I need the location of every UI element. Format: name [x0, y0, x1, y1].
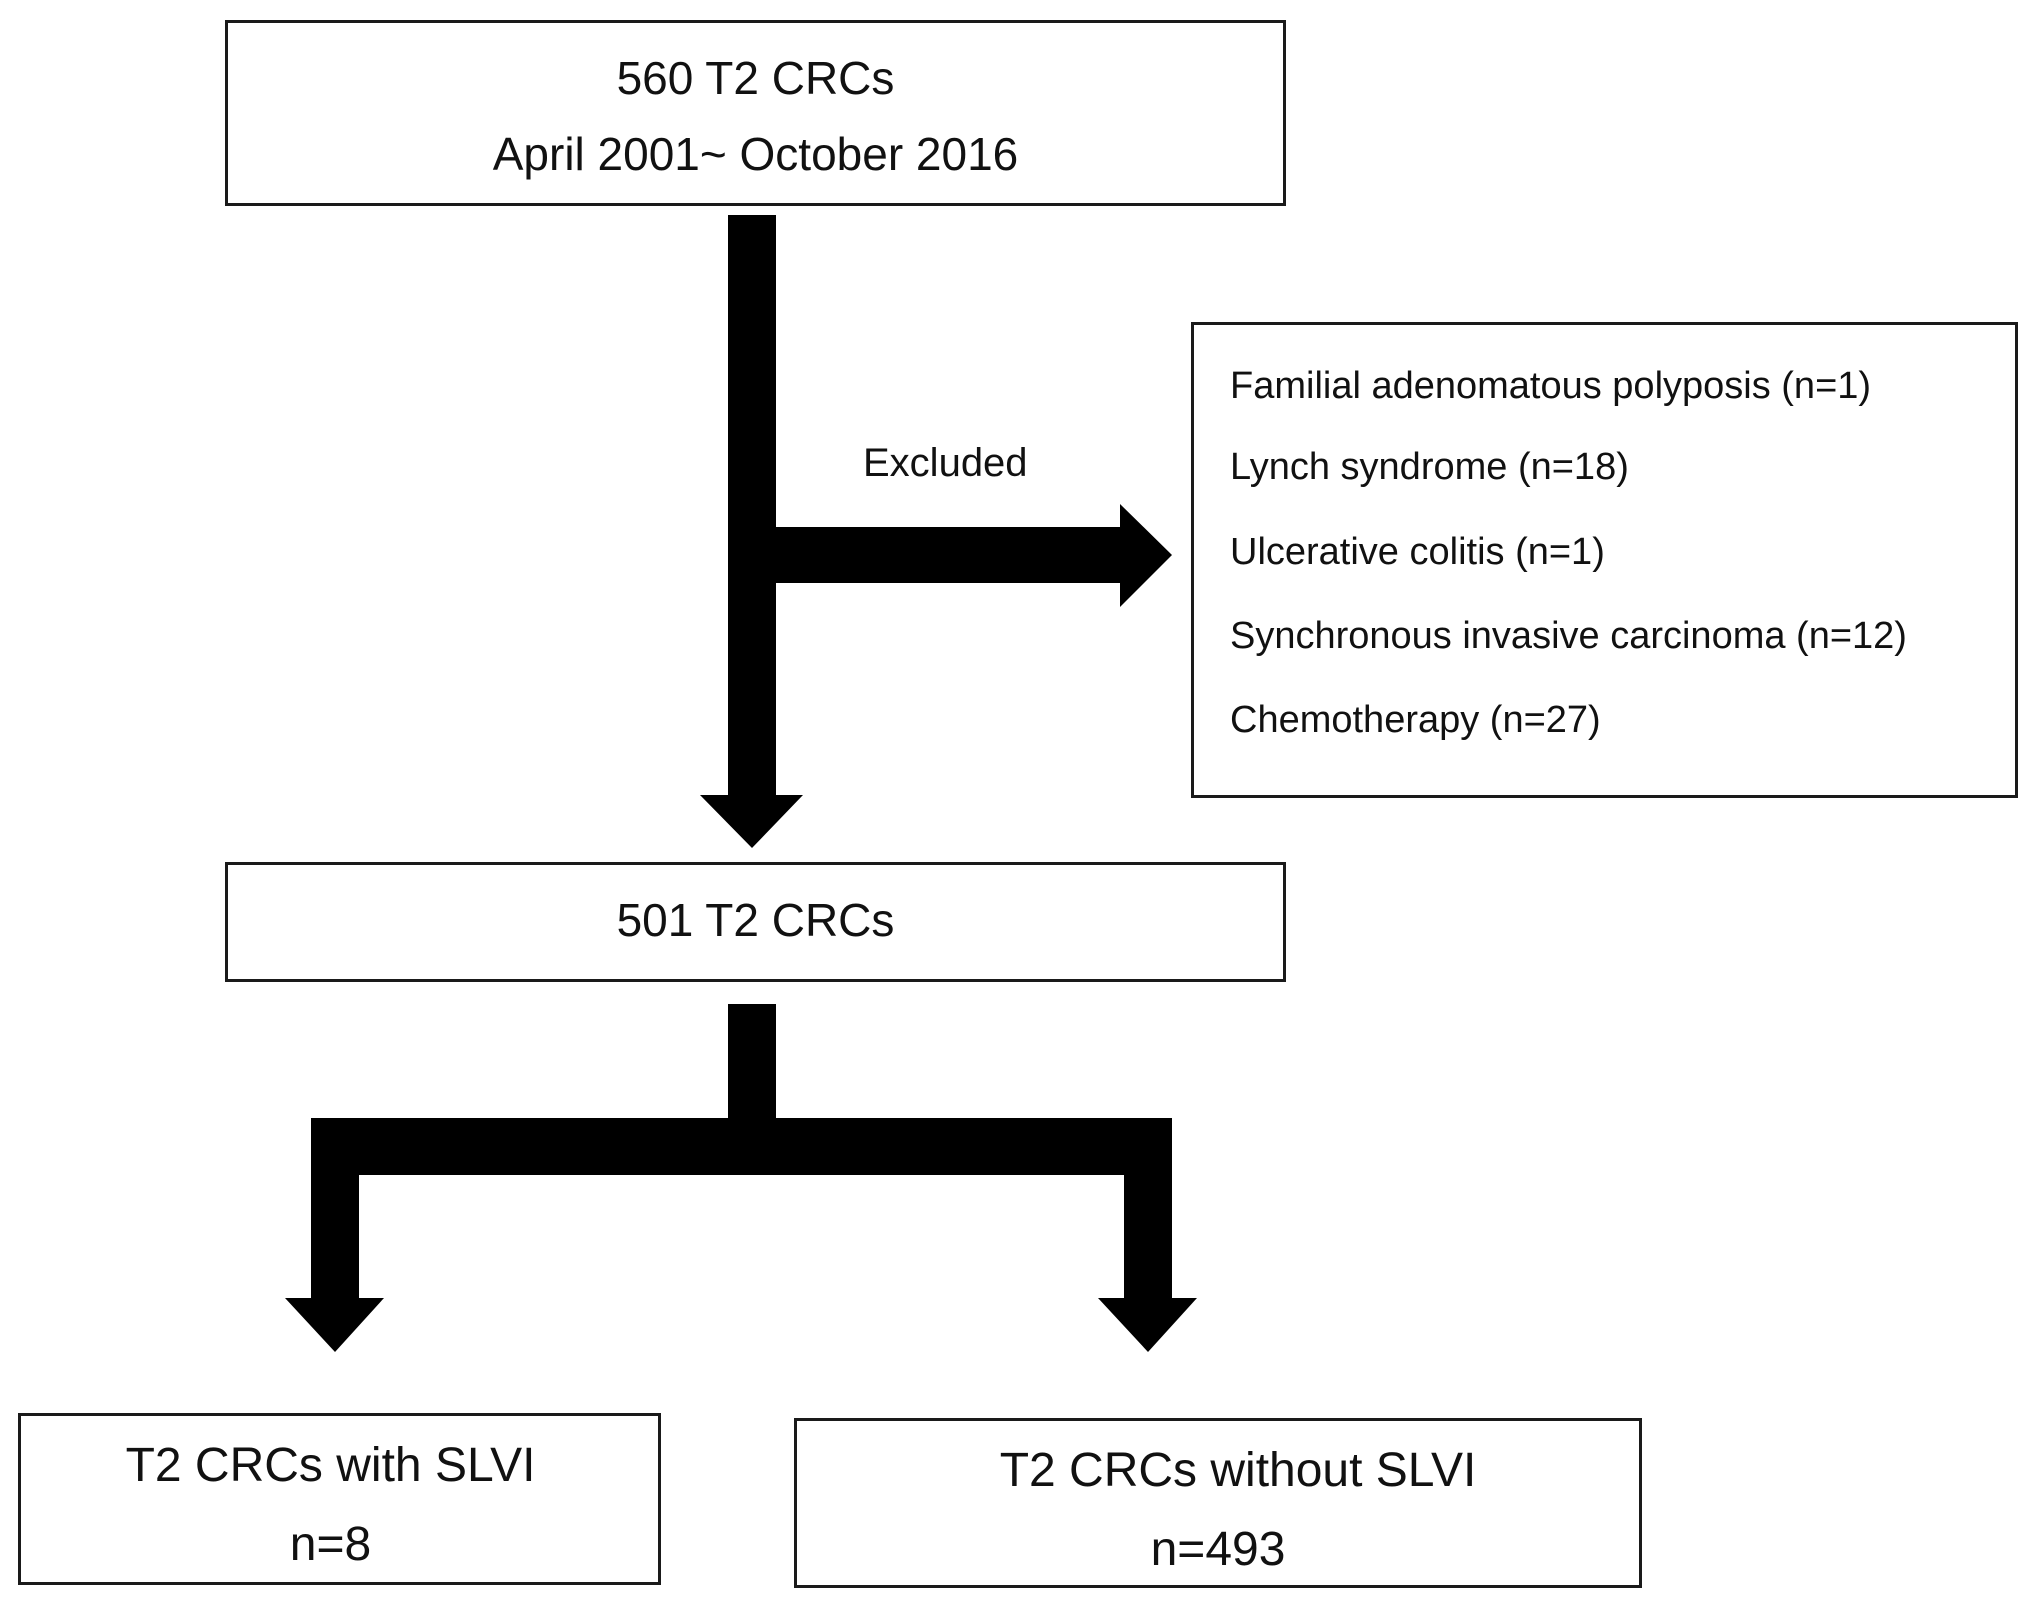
excluded-item: Ulcerative colitis (n=1): [1230, 531, 1605, 573]
right-outcome-count: n=493: [1150, 1523, 1286, 1576]
excluded-item: Chemotherapy (n=27): [1230, 699, 1601, 741]
excluded-item: Synchronous invasive carcinoma (n=12): [1230, 615, 1907, 657]
arrow-to-left-box: [285, 1175, 384, 1352]
right-outcome-title: T2 CRCs without SLVI: [999, 1444, 1477, 1497]
excluded-box: Familial adenomatous polyposis (n=1) Lyn…: [1191, 322, 2018, 798]
left-outcome-count: n=8: [289, 1518, 372, 1571]
start-box-period: April 2001~ October 2016: [492, 128, 1019, 180]
middle-box: 501 T2 CRCs: [225, 862, 1286, 982]
excluded-item: Lynch syndrome (n=18): [1230, 446, 1629, 488]
start-box: 560 T2 CRCs April 2001~ October 2016: [225, 20, 1286, 206]
arrow-to-excluded-box: [776, 504, 1172, 607]
start-box-count: 560 T2 CRCs: [616, 52, 895, 104]
split-stem: [728, 1004, 776, 1118]
split-bar: [311, 1118, 1172, 1175]
left-outcome-title: T2 CRCs with SLVI: [125, 1439, 536, 1492]
right-outcome-box: T2 CRCs without SLVI n=493: [794, 1418, 1642, 1588]
arrow-to-middle-box: [700, 215, 803, 848]
excluded-label: Excluded: [863, 441, 1028, 485]
left-outcome-box: T2 CRCs with SLVI n=8: [18, 1413, 661, 1585]
arrow-to-right-box: [1098, 1175, 1197, 1352]
middle-box-count: 501 T2 CRCs: [616, 894, 895, 946]
excluded-item: Familial adenomatous polyposis (n=1): [1230, 365, 1872, 407]
